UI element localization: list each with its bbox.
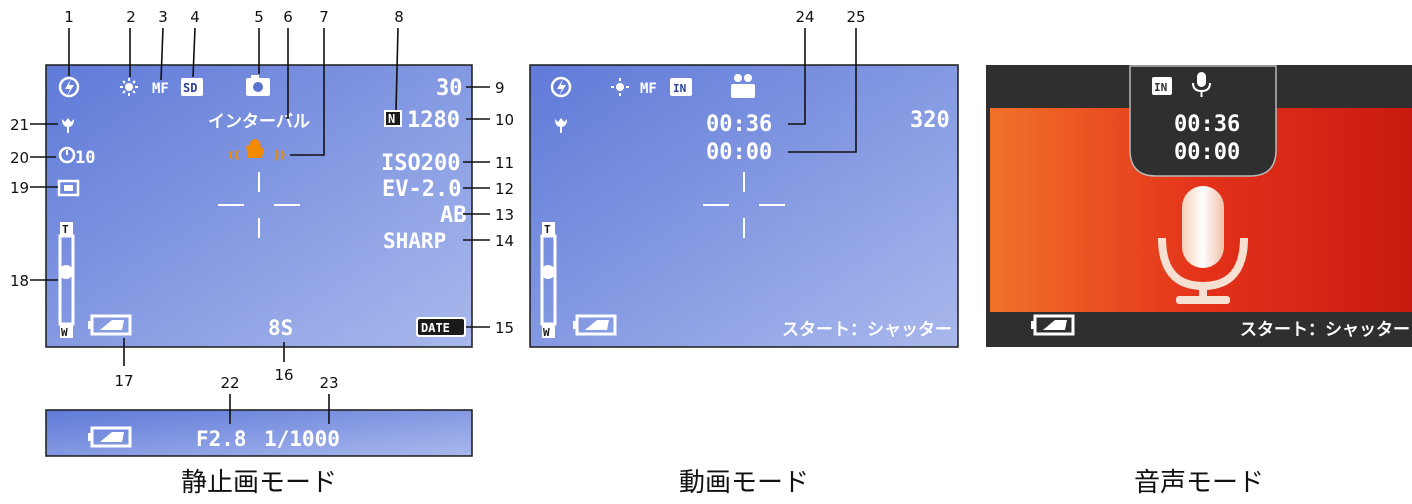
shutter-time: 8S xyxy=(268,316,293,340)
date-badge: DATE xyxy=(416,317,466,337)
zoom-wide-label: W xyxy=(543,326,550,339)
callout-11: 11 xyxy=(495,154,514,172)
callout-3: 3 xyxy=(158,8,168,26)
callout-23: 23 xyxy=(319,374,338,392)
callout-10: 10 xyxy=(495,111,514,129)
aperture-value: F2.8 xyxy=(196,427,247,451)
camera-icon xyxy=(246,75,270,96)
flash-off-icon xyxy=(58,76,80,98)
zoom-tele-label: T xyxy=(62,223,69,236)
callout-15: 15 xyxy=(495,319,514,337)
callout-8: 8 xyxy=(394,8,404,26)
callout-7: 7 xyxy=(319,8,329,26)
callout-18: 18 xyxy=(10,272,29,290)
battery-icon xyxy=(88,314,132,336)
callout-13: 13 xyxy=(495,206,514,224)
audio-screen: IN 00:36 00:00 スタート：シャッター xyxy=(986,65,1412,347)
zoom-bar: T W xyxy=(540,222,557,339)
macro-tulip-icon xyxy=(555,118,567,133)
microphone-large-icon xyxy=(1158,186,1248,304)
callout-21: 21 xyxy=(10,116,29,134)
movie-size: 320 xyxy=(910,108,950,133)
battery-icon xyxy=(88,426,132,448)
still-info-strip: F2.8 1/1000 22 23 xyxy=(45,374,473,457)
quality-badge-text: N xyxy=(388,112,395,126)
focus-crosshair xyxy=(218,172,300,238)
quality-normal-icon: N xyxy=(384,110,402,127)
movie-remaining: 00:00 xyxy=(706,140,772,165)
zoom-tele-label: T xyxy=(544,223,551,236)
white-balance-sun-icon xyxy=(120,78,138,96)
internal-memory-icon: IN xyxy=(670,78,692,96)
audio-mode-caption: 音声モード xyxy=(1133,468,1264,498)
callout-12: 12 xyxy=(495,180,514,198)
callout-1: 1 xyxy=(64,8,74,26)
shutter-speed-value: 1/1000 xyxy=(264,427,340,451)
audio-remaining: 00:00 xyxy=(1174,140,1240,165)
callout-24: 24 xyxy=(795,8,814,26)
callout-22: 22 xyxy=(220,374,239,392)
macro-tulip-icon xyxy=(62,118,74,133)
battery-icon xyxy=(573,314,617,336)
callout-16: 16 xyxy=(274,366,293,384)
shots-remaining: 30 xyxy=(436,76,463,101)
movie-start-text: スタート：シャッター xyxy=(782,320,952,340)
sd-badge-text: SD xyxy=(183,81,197,95)
audio-start-text: スタート：シャッター xyxy=(1240,320,1410,340)
zoom-wide-label: W xyxy=(61,326,68,339)
callout-5: 5 xyxy=(254,8,264,26)
movie-mode-caption: 動画モード xyxy=(678,468,809,498)
still-callouts: 1 2 3 4 5 6 7 8 9 10 11 12 13 14 15 16 1… xyxy=(10,8,514,390)
bracket-value: AB xyxy=(440,203,467,228)
flash-off-icon xyxy=(550,76,572,98)
focus-crosshair xyxy=(703,172,785,238)
focus-mf-label: MF xyxy=(152,81,169,97)
iso-value: ISO200 xyxy=(381,151,460,176)
self-timer-value: 10 xyxy=(75,148,95,168)
camera-shake-hand-icon xyxy=(229,139,285,161)
callout-9: 9 xyxy=(495,79,505,97)
date-badge-text: DATE xyxy=(421,321,450,335)
self-timer-icon xyxy=(58,146,76,164)
sd-card-icon: SD xyxy=(181,78,203,96)
microphone-small-icon xyxy=(1192,72,1211,97)
movie-elapsed: 00:36 xyxy=(706,112,772,137)
callout-19: 19 xyxy=(10,179,29,197)
image-size: 1280 xyxy=(407,108,460,133)
battery-icon xyxy=(1031,314,1075,336)
movie-screen: MF IN 00:36 00:00 320 T W xyxy=(529,8,959,348)
still-mode-caption: 静止画モード xyxy=(180,468,337,498)
white-balance-sun-icon xyxy=(611,78,629,96)
movie-camera-icon xyxy=(731,74,755,98)
callout-4: 4 xyxy=(190,8,200,26)
callout-17: 17 xyxy=(114,372,133,390)
sharpness-value: SHARP xyxy=(383,229,446,253)
memory-badge-text: IN xyxy=(673,82,686,95)
interval-text: インターバル xyxy=(208,112,310,132)
audio-elapsed: 00:36 xyxy=(1174,112,1240,137)
callout-20: 20 xyxy=(10,149,29,167)
zoom-bar: T W xyxy=(58,222,75,339)
callout-2: 2 xyxy=(126,8,136,26)
auto-bracket-camera-icon xyxy=(57,179,80,197)
focus-mf-label: MF xyxy=(640,81,657,97)
ev-value: EV-2.0 xyxy=(382,177,461,202)
callout-25: 25 xyxy=(846,8,865,26)
internal-memory-icon: IN xyxy=(1152,77,1172,95)
audio-memory-badge: IN xyxy=(1154,81,1167,94)
still-screen: MF SD インターバル N 30 1280 ISO200 EV-2.0 AB xyxy=(45,64,473,348)
callout-6: 6 xyxy=(283,8,293,26)
callout-14: 14 xyxy=(495,232,514,250)
